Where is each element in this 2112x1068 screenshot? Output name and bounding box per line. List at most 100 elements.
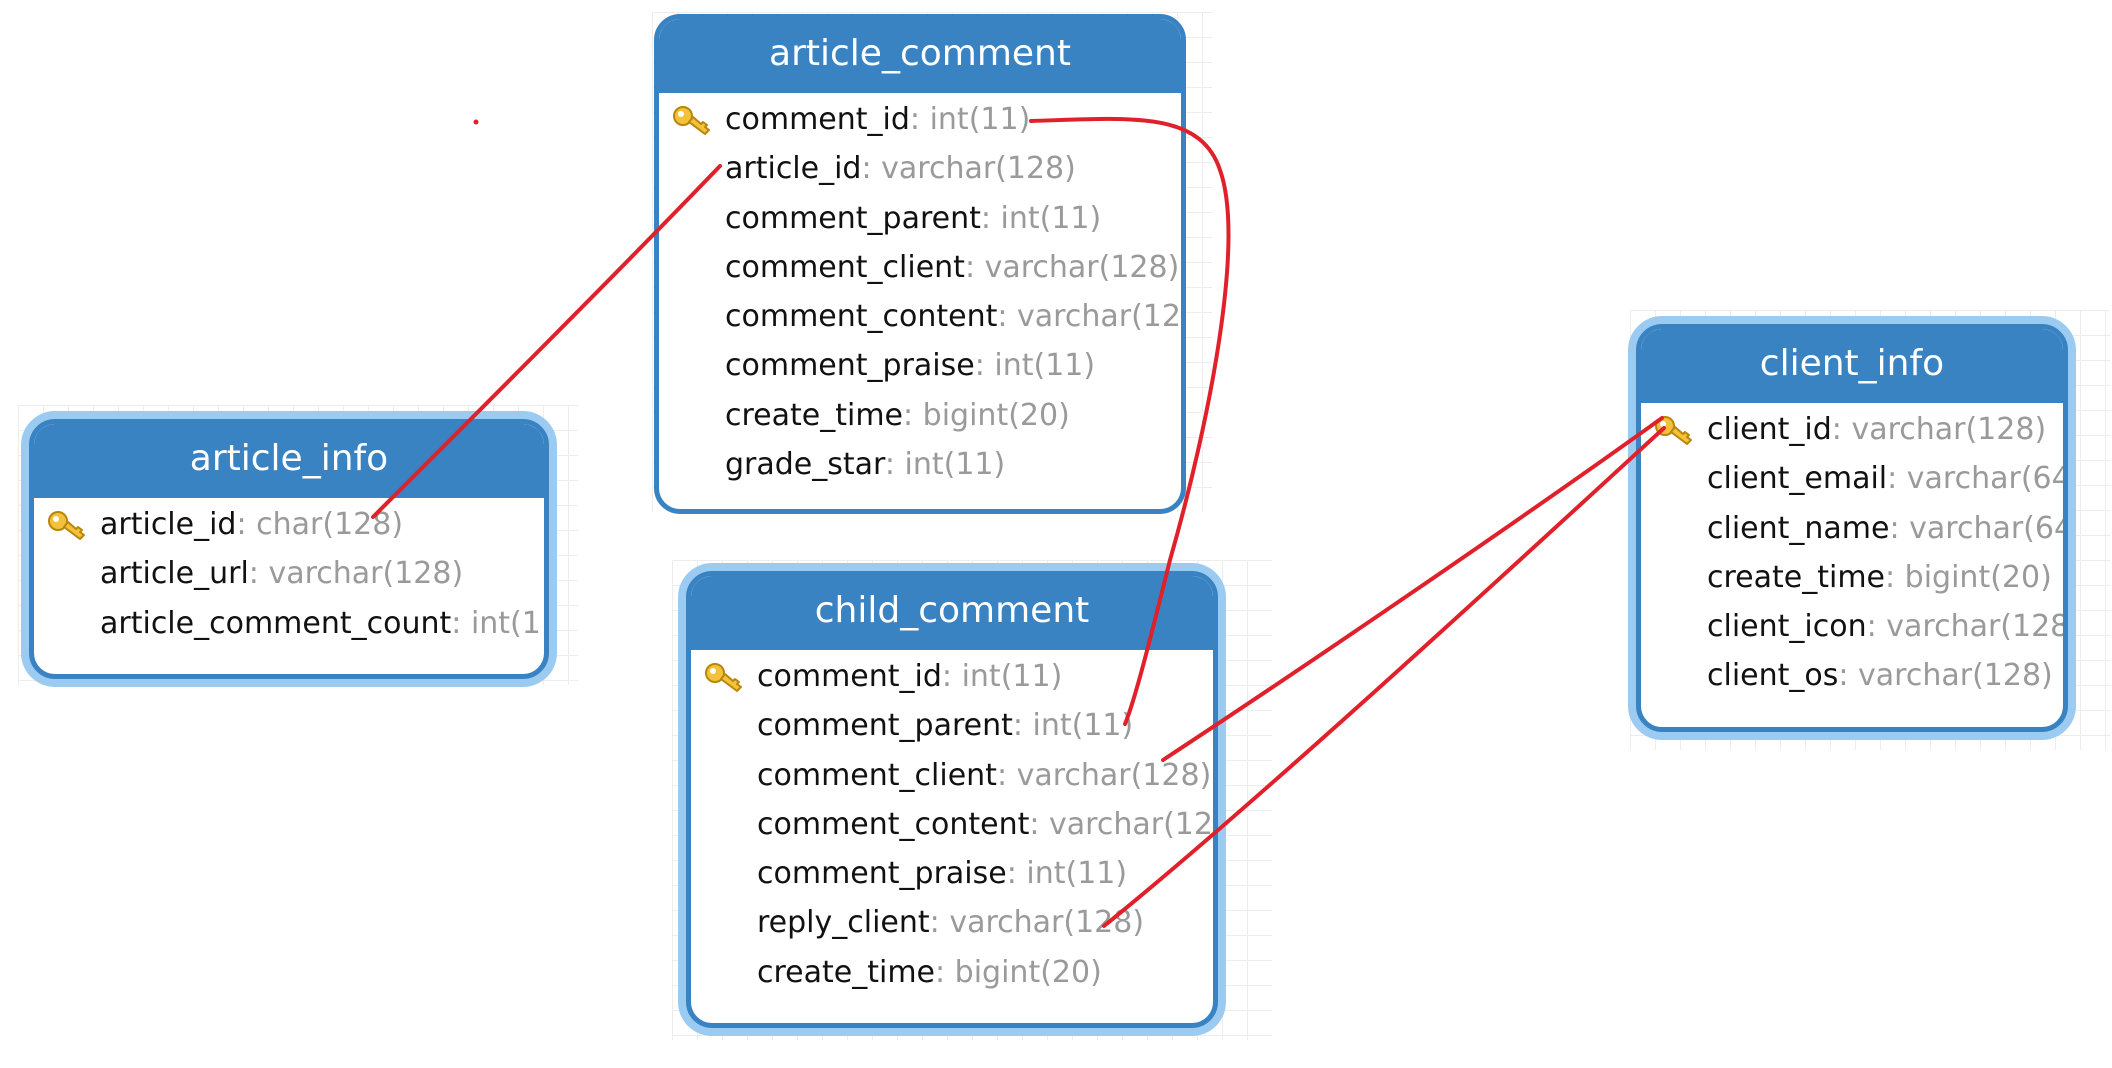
column-type: varchar(64) bbox=[1909, 510, 2068, 546]
column-type: varchar(128) bbox=[1017, 299, 1181, 335]
column-type: varchar(128) bbox=[881, 151, 1076, 187]
column-row[interactable]: client_icon: varchar(128) bbox=[1641, 602, 2063, 651]
column-type: int(11) bbox=[1026, 856, 1128, 892]
column-sep: : bbox=[929, 905, 950, 941]
column-name: grade_star bbox=[725, 447, 885, 483]
column-type: int(11) bbox=[904, 447, 1006, 483]
column-sep: : bbox=[909, 102, 930, 137]
table-article-comment[interactable]: article_comment comment_id: int(11) arti… bbox=[654, 14, 1186, 514]
table-article-info[interactable]: article_info article_id: char(128) artic… bbox=[29, 419, 549, 679]
column-row[interactable]: article_id: char(128) bbox=[34, 500, 544, 549]
column-name: comment_parent bbox=[757, 708, 1013, 744]
column-row[interactable]: client_os: varchar(128) bbox=[1641, 651, 2063, 700]
column-row[interactable]: comment_parent: int(11) bbox=[659, 194, 1181, 243]
column-name: create_time bbox=[757, 954, 936, 990]
column-row[interactable]: article_id: varchar(128) bbox=[659, 144, 1181, 193]
key-icon bbox=[705, 663, 742, 692]
column-sep: : bbox=[903, 397, 923, 433]
column-type: varchar(128) bbox=[984, 249, 1180, 285]
column-sep: : bbox=[1838, 658, 1859, 694]
column-name: client_name bbox=[1707, 510, 1890, 546]
column-row[interactable]: comment_content: varchar(128) bbox=[659, 292, 1181, 341]
column-name: article_url bbox=[100, 556, 249, 592]
column-name: comment_id bbox=[757, 659, 942, 694]
column-row[interactable]: comment_id: int(11) bbox=[691, 652, 1213, 701]
column-row[interactable]: comment_id: int(11) bbox=[659, 95, 1181, 144]
column-row[interactable]: comment_client: varchar(128) bbox=[659, 243, 1181, 292]
column-row[interactable]: comment_praise: int(11) bbox=[659, 341, 1181, 390]
column-name: comment_parent bbox=[725, 200, 981, 236]
column-type: varchar(128) bbox=[949, 905, 1145, 941]
column-row[interactable]: client_id: varchar(128) bbox=[1641, 405, 2063, 454]
column-sep: : bbox=[1006, 856, 1027, 892]
column-name: article_comment_count bbox=[100, 605, 452, 641]
column-type: int(11) bbox=[1032, 708, 1134, 744]
column-type: varchar(128) bbox=[1049, 806, 1213, 842]
table-header[interactable]: article_comment bbox=[659, 19, 1181, 93]
column-row[interactable]: create_time: bigint(20) bbox=[659, 391, 1181, 440]
column-name: client_id bbox=[1707, 412, 1832, 447]
column-sep: : bbox=[248, 556, 269, 592]
column-row[interactable]: comment_content: varchar(128) bbox=[691, 800, 1213, 849]
column-row[interactable]: comment_parent: int(11) bbox=[691, 701, 1213, 750]
table-header[interactable]: client_info bbox=[1641, 329, 2063, 403]
column-name: client_icon bbox=[1707, 609, 1867, 645]
column-type: int(11) bbox=[994, 348, 1096, 384]
column-row[interactable]: comment_praise: int(11) bbox=[691, 849, 1213, 898]
key-icon bbox=[673, 106, 710, 135]
stray-mark bbox=[473, 119, 479, 125]
key-icon bbox=[48, 511, 85, 540]
column-sep: : bbox=[935, 954, 955, 990]
relation-line-article-id[interactable] bbox=[371, 164, 722, 519]
column-name: article_id bbox=[725, 151, 862, 187]
column-type: int(11) bbox=[470, 605, 544, 641]
column-sep: : bbox=[1831, 412, 1852, 447]
column-name: client_email bbox=[1707, 461, 1888, 497]
column-sep: : bbox=[997, 299, 1018, 335]
column-type: bigint(20) bbox=[954, 954, 1102, 990]
column-name: comment_client bbox=[757, 757, 997, 793]
column-row[interactable]: comment_client: varchar(128) bbox=[691, 751, 1213, 800]
column-row[interactable]: article_comment_count: int(11) bbox=[34, 599, 544, 648]
column-name: comment_content bbox=[725, 299, 998, 335]
column-row[interactable]: client_name: varchar(64) bbox=[1641, 504, 2063, 553]
column-sep: : bbox=[1885, 559, 1905, 595]
column-row[interactable]: client_email: varchar(64) bbox=[1641, 454, 2063, 503]
column-name: comment_content bbox=[757, 806, 1030, 842]
column-sep: : bbox=[236, 507, 257, 542]
column-sep: : bbox=[1889, 510, 1910, 546]
table-child-comment[interactable]: child_comment comment_id: int(11) commen… bbox=[686, 571, 1218, 1028]
column-name: article_id bbox=[100, 507, 237, 542]
column-name: create_time bbox=[725, 397, 904, 433]
column-type: varchar(128) bbox=[1858, 658, 2053, 694]
column-sep: : bbox=[941, 659, 962, 694]
table-header[interactable]: child_comment bbox=[691, 576, 1213, 650]
column-name: comment_client bbox=[725, 249, 965, 285]
column-name: create_time bbox=[1707, 559, 1886, 595]
table-client-info[interactable]: client_info client_id: varchar(128) clie… bbox=[1636, 324, 2068, 732]
column-row[interactable]: create_time: bigint(20) bbox=[1641, 553, 2063, 602]
column-type: bigint(20) bbox=[1904, 559, 2052, 595]
column-type: int(11) bbox=[961, 659, 1063, 694]
table-header[interactable]: article_info bbox=[34, 424, 544, 498]
column-type: varchar(128) bbox=[268, 556, 464, 592]
column-sep: : bbox=[964, 249, 985, 285]
column-sep: : bbox=[1887, 461, 1907, 497]
relation-line-reply-client[interactable] bbox=[1102, 426, 1666, 928]
column-row[interactable]: reply_client: varchar(128) bbox=[691, 898, 1213, 947]
column-row[interactable]: article_url: varchar(128) bbox=[34, 549, 544, 598]
relation-line-comment-client[interactable] bbox=[1161, 416, 1664, 762]
column-row[interactable]: grade_star: int(11) bbox=[659, 440, 1181, 489]
column-sep: : bbox=[974, 348, 995, 384]
column-type: char(128) bbox=[256, 507, 404, 542]
column-sep: : bbox=[980, 200, 1001, 236]
column-sep: : bbox=[1029, 806, 1050, 842]
relation-line-comment-parent[interactable] bbox=[1029, 116, 1231, 726]
column-name: comment_praise bbox=[725, 348, 975, 384]
column-name: comment_praise bbox=[757, 856, 1007, 892]
column-name: comment_id bbox=[725, 102, 910, 137]
column-row[interactable]: create_time: bigint(20) bbox=[691, 948, 1213, 997]
column-type: int(11) bbox=[929, 102, 1031, 137]
